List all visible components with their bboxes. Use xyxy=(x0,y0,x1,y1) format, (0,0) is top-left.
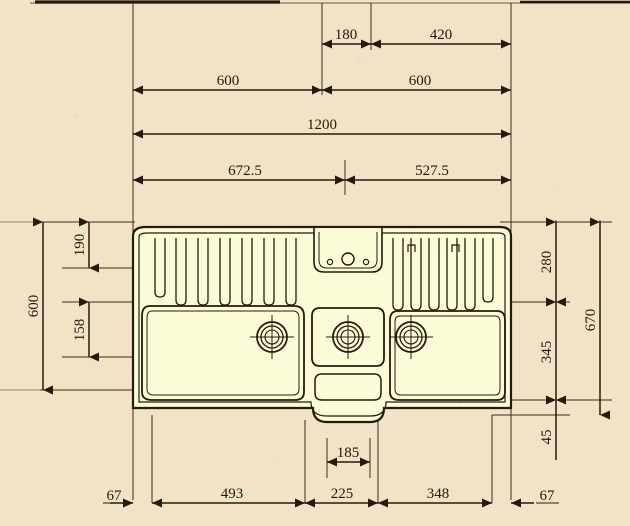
faucet-hole-right xyxy=(362,258,370,266)
right-bowl xyxy=(389,310,506,401)
dimtext-67-left: 67 xyxy=(107,488,123,504)
dimtext-493: 493 xyxy=(221,486,244,502)
sink-assembly xyxy=(131,225,513,424)
faucet-deck-inner xyxy=(318,232,378,269)
faucet-hole-center xyxy=(341,252,355,266)
dimtext-225: 225 xyxy=(331,486,354,502)
left-bowl-inner xyxy=(146,310,300,396)
drain-right xyxy=(389,315,433,359)
dimtext-600-right: 600 xyxy=(409,73,432,89)
dimtext-348: 348 xyxy=(427,486,450,502)
right-bowl-inner xyxy=(394,315,501,396)
left-drainboard-grooves-extra xyxy=(154,238,166,298)
left-bowl xyxy=(141,305,305,401)
dimtext-420: 420 xyxy=(430,27,453,43)
left-drainboard-grooves xyxy=(175,238,297,306)
dimension-lines xyxy=(33,39,610,508)
dimtext-600-left: 600 xyxy=(217,73,240,89)
dimtext-670: 670 xyxy=(583,309,599,332)
dimtext-185: 185 xyxy=(337,445,360,461)
dimtext-600-height: 600 xyxy=(26,295,42,318)
dimtext-158: 158 xyxy=(72,319,88,342)
drain-center xyxy=(326,315,370,359)
dimtext-527-5: 527.5 xyxy=(415,163,449,179)
sink-outer-flange xyxy=(131,225,513,424)
right-drainboard-grooves xyxy=(392,238,494,311)
sheet-top-border xyxy=(30,0,630,4)
dimtext-280: 280 xyxy=(539,251,555,274)
dimtext-672-5: 672.5 xyxy=(228,163,262,179)
drain-left xyxy=(250,315,294,359)
faucet-deck xyxy=(313,228,383,273)
sink-inner-flange xyxy=(138,232,506,417)
dimtext-1200: 1200 xyxy=(307,117,337,133)
center-bowl xyxy=(311,307,385,367)
center-recess xyxy=(314,373,382,401)
right-drainboard-notches xyxy=(407,244,460,252)
faucet-hole-left xyxy=(326,258,334,266)
dimtext-180: 180 xyxy=(335,27,358,43)
dimtext-190: 190 xyxy=(72,234,88,257)
dimtext-345: 345 xyxy=(539,341,555,364)
dimtext-45: 45 xyxy=(539,430,555,445)
dimtext-67-right: 67 xyxy=(540,488,556,504)
